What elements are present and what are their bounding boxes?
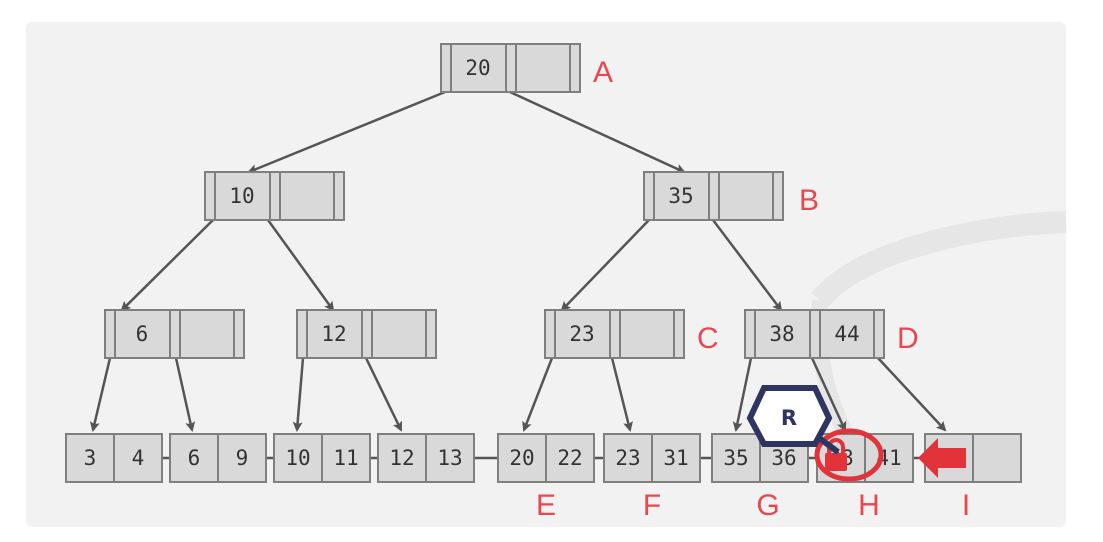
leaf-node: 23 31 F: [603, 433, 701, 522]
leaf-key: 9: [236, 446, 249, 470]
leaf-key: 31: [663, 446, 688, 470]
node-label: B: [799, 184, 819, 217]
leaf-node: 10 11: [273, 433, 371, 483]
leaf-key: 10: [285, 446, 310, 470]
edge-b-right: [712, 219, 783, 312]
edge-d-left: [732, 357, 753, 432]
edge-c-right: [610, 357, 633, 432]
node-label: C: [697, 322, 719, 355]
leaf-node: 20 22 E: [497, 433, 595, 522]
lock-type-label: R: [781, 406, 797, 430]
leaf-key: 4: [132, 446, 145, 470]
node-label: D: [897, 322, 919, 355]
leaf-node: 6 9: [169, 433, 267, 483]
node-key: 12: [321, 322, 346, 346]
leaf-key: 23: [615, 446, 640, 470]
leaf-key: 20: [509, 446, 534, 470]
leaf-label: G: [756, 489, 779, 522]
edge-c-left: [522, 357, 554, 432]
edge-12-right: [364, 357, 403, 432]
edge-d-right: [877, 357, 947, 432]
node-key: 44: [834, 322, 859, 346]
leaf-node: I: [924, 433, 1022, 522]
edge-a-left: [247, 90, 446, 174]
leaf-key: 22: [557, 446, 582, 470]
edge-d-middle: [810, 357, 847, 432]
inner-node: 20 A: [440, 43, 613, 93]
highlight-ring: [814, 428, 884, 482]
background-swirl-decoration: [811, 211, 1067, 308]
inner-node: 10: [204, 171, 345, 221]
leaf-key: 35: [723, 446, 748, 470]
leaf-node: 3 4: [65, 433, 163, 483]
leaf-key: 6: [188, 446, 201, 470]
inner-node: 38 44 D: [744, 309, 919, 359]
edge-10-right: [266, 219, 335, 312]
leaf-key: 36: [771, 446, 796, 470]
node-key: 20: [465, 56, 490, 80]
inner-node: 6: [104, 309, 245, 359]
leaf-label: H: [858, 489, 880, 522]
leaf-key: 11: [333, 446, 358, 470]
leaf-label: F: [643, 489, 661, 522]
leaf-label: E: [536, 489, 556, 522]
edge-6-left: [89, 357, 112, 432]
edge-12-left: [292, 357, 305, 432]
leaf-label: I: [962, 489, 970, 522]
node-key: 10: [229, 184, 254, 208]
inner-node: 23 C: [544, 309, 719, 359]
arrow-left-icon: [918, 438, 966, 478]
read-lock-badge: R: [746, 385, 840, 455]
node-key: 35: [668, 184, 693, 208]
edge-a-right: [509, 90, 686, 174]
tree-edges: [89, 90, 947, 432]
leaf-key: 3: [84, 446, 97, 470]
inner-node: 12: [296, 309, 437, 359]
edge-6-right: [174, 357, 196, 432]
node-label: A: [593, 56, 613, 89]
node-key: 6: [136, 322, 149, 346]
node-key: 23: [569, 322, 594, 346]
leaf-key: 12: [389, 446, 414, 470]
inner-node: 35 B: [643, 171, 819, 221]
edge-10-left: [120, 219, 214, 312]
node-key: 38: [769, 322, 794, 346]
leaf-key: 13: [437, 446, 462, 470]
leaf-node: 12 13: [377, 433, 475, 483]
edge-b-left: [560, 219, 650, 312]
